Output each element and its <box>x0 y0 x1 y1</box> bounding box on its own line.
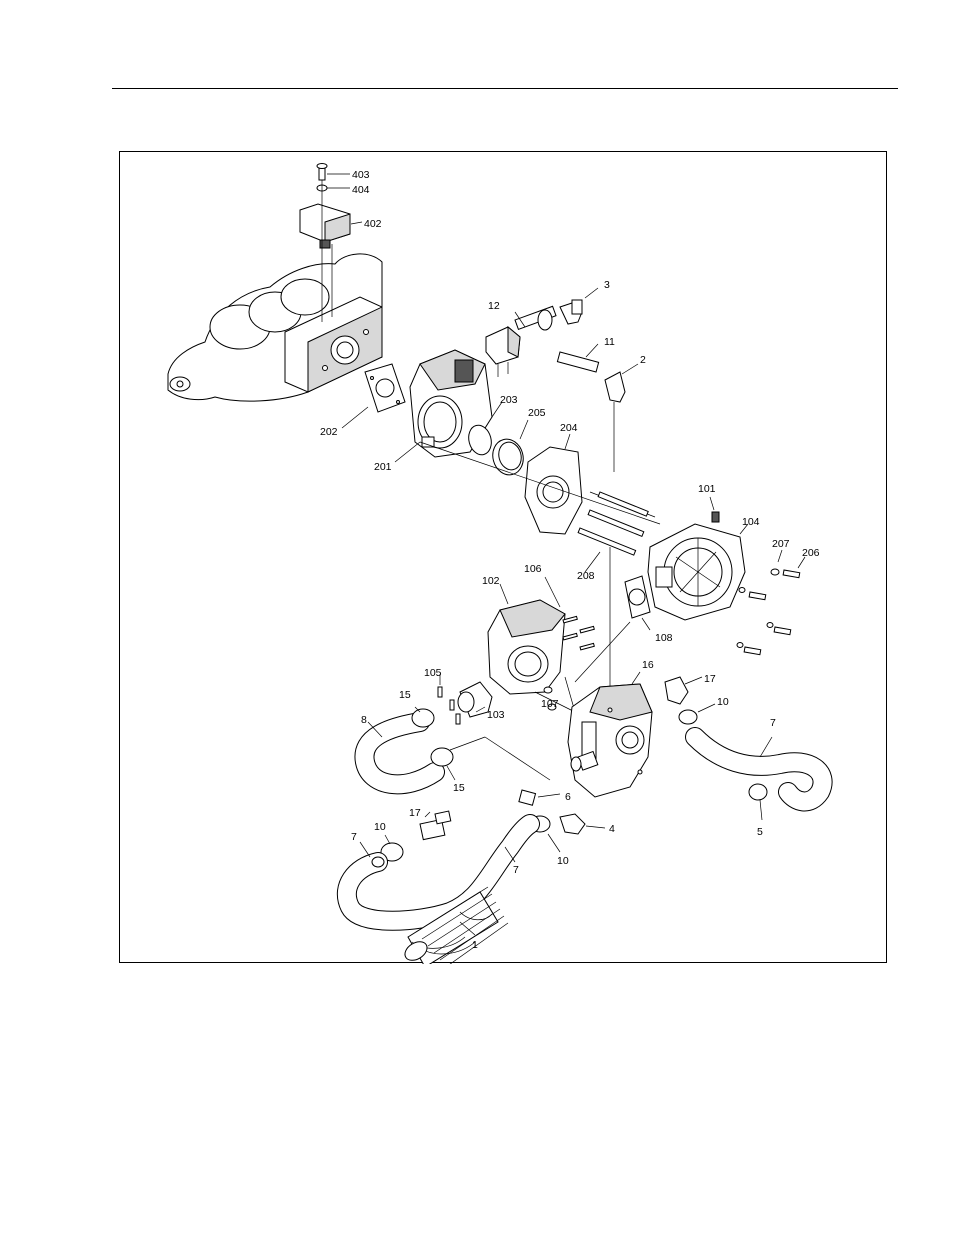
callout-6: 6 <box>565 791 571 803</box>
callout-7-lower: 7 <box>513 864 519 876</box>
header-rule <box>112 88 898 89</box>
callout-15-bottom: 15 <box>453 782 465 794</box>
callout-102: 102 <box>482 575 500 587</box>
vaporizer-regulator-16 <box>568 672 652 797</box>
callout-104: 104 <box>742 516 760 528</box>
callout-107: 107 <box>541 698 559 710</box>
hose-clamp-5 <box>749 784 767 820</box>
callout-7-right: 7 <box>770 717 776 729</box>
solenoid-valve-12 <box>486 306 556 377</box>
coolant-hose-8 <box>364 722 435 784</box>
hose-end-ring <box>372 857 384 867</box>
hose-clamp-15-top <box>412 707 434 727</box>
diagram-canvas: 403 404 402 3 12 11 2 203 205 204 202 20… <box>120 152 888 964</box>
spacer-108 <box>625 576 650 630</box>
callout-207: 207 <box>772 538 790 550</box>
callout-10-top: 10 <box>717 696 729 708</box>
callout-204: 204 <box>560 422 578 434</box>
callout-206: 206 <box>802 547 820 559</box>
screws-105 <box>438 674 460 724</box>
hose-clamp-10-top <box>679 704 715 724</box>
elbow-fitting-4 <box>560 814 605 834</box>
callout-2: 2 <box>640 354 646 366</box>
gasket-202 <box>342 364 405 428</box>
fitting-6 <box>519 790 560 805</box>
callout-labels: 403 404 402 3 12 11 2 203 205 204 202 20… <box>320 169 820 951</box>
callout-404: 404 <box>352 184 370 196</box>
callout-108: 108 <box>655 632 673 644</box>
callout-105: 105 <box>424 667 442 679</box>
callout-4: 4 <box>609 823 615 835</box>
callout-203: 203 <box>500 394 518 406</box>
coolant-hose-7-lower <box>347 824 530 921</box>
callout-205: 205 <box>528 407 546 419</box>
callout-5: 5 <box>757 826 763 838</box>
hose-path-leader-2 <box>485 737 550 780</box>
callout-10-bottom: 10 <box>374 821 386 833</box>
seal-ring-205 <box>489 420 528 478</box>
callout-3: 3 <box>604 279 610 291</box>
callout-15-top: 15 <box>399 689 411 701</box>
intake-manifold <box>168 254 382 401</box>
callout-8: 8 <box>361 714 367 726</box>
callout-11: 11 <box>604 336 615 348</box>
callout-202: 202 <box>320 426 338 438</box>
elbow-fitting-17-bottom <box>420 811 451 840</box>
callout-12: 12 <box>488 300 500 312</box>
elbow-fitting-3 <box>560 288 598 324</box>
callout-106: 106 <box>524 563 542 575</box>
callout-103: 103 <box>487 709 505 721</box>
hose-nipple-11 <box>557 344 598 372</box>
exploded-parts-diagram: 403 404 402 3 12 11 2 203 205 204 202 20… <box>119 151 887 963</box>
elbow-fitting-17-top <box>665 677 702 704</box>
callout-7-left: 7 <box>351 831 357 843</box>
callout-16: 16 <box>642 659 654 671</box>
callout-17-bottom: 17 <box>409 807 421 819</box>
callout-17-top: 17 <box>704 673 716 685</box>
callout-201: 201 <box>374 461 392 473</box>
adapter-plate-204 <box>525 434 582 534</box>
callout-208: 208 <box>577 570 595 582</box>
callout-101: 101 <box>698 483 716 495</box>
bolts-206-207 <box>737 550 805 655</box>
callout-1: 1 <box>472 939 478 951</box>
callout-402: 402 <box>364 218 382 230</box>
callout-403: 403 <box>352 169 370 181</box>
hose-path-leader <box>450 737 485 750</box>
mixer-housing-104 <box>648 497 748 620</box>
callout-10-mid: 10 <box>557 855 569 867</box>
